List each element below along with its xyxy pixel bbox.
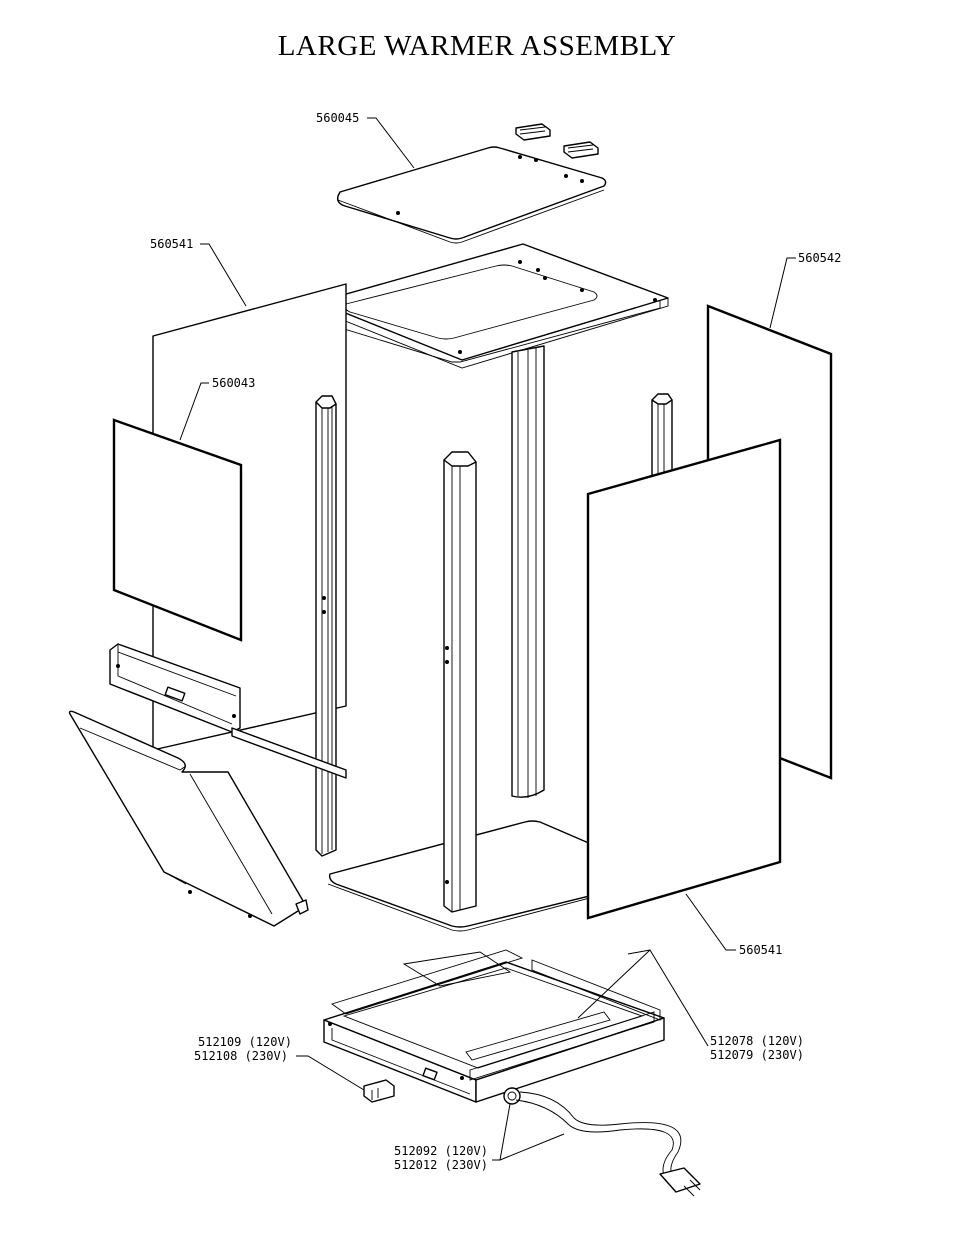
label-heater-120: 512078 (120V) bbox=[710, 1034, 804, 1048]
front-left-post-part bbox=[444, 452, 476, 912]
base-tray-part bbox=[324, 950, 664, 1102]
left-post-part bbox=[316, 396, 336, 856]
label-left-window: 560043 bbox=[212, 376, 255, 390]
label-cord-120: 512092 (120V) bbox=[394, 1144, 488, 1158]
center-back-post-part bbox=[512, 346, 544, 798]
rocker-switch-part bbox=[364, 1080, 394, 1102]
power-cord-part bbox=[504, 1088, 700, 1196]
label-top-cover: 560045 bbox=[316, 111, 359, 125]
top-frame-part bbox=[318, 244, 668, 368]
label-heater-230: 512079 (230V) bbox=[710, 1048, 804, 1062]
label-right-back-panel: 560542 bbox=[798, 251, 841, 265]
label-cord-230: 512012 (230V) bbox=[394, 1158, 488, 1172]
hinge-part bbox=[516, 124, 598, 158]
label-switch-120: 512109 (120V) bbox=[198, 1035, 292, 1049]
top-cover-part bbox=[338, 147, 606, 243]
label-right-side-panel: 560541 bbox=[739, 943, 782, 957]
label-switch-230: 512108 (230V) bbox=[194, 1049, 288, 1063]
label-left-side-panel: 560541 bbox=[150, 237, 193, 251]
right-side-panel-part bbox=[588, 440, 780, 918]
